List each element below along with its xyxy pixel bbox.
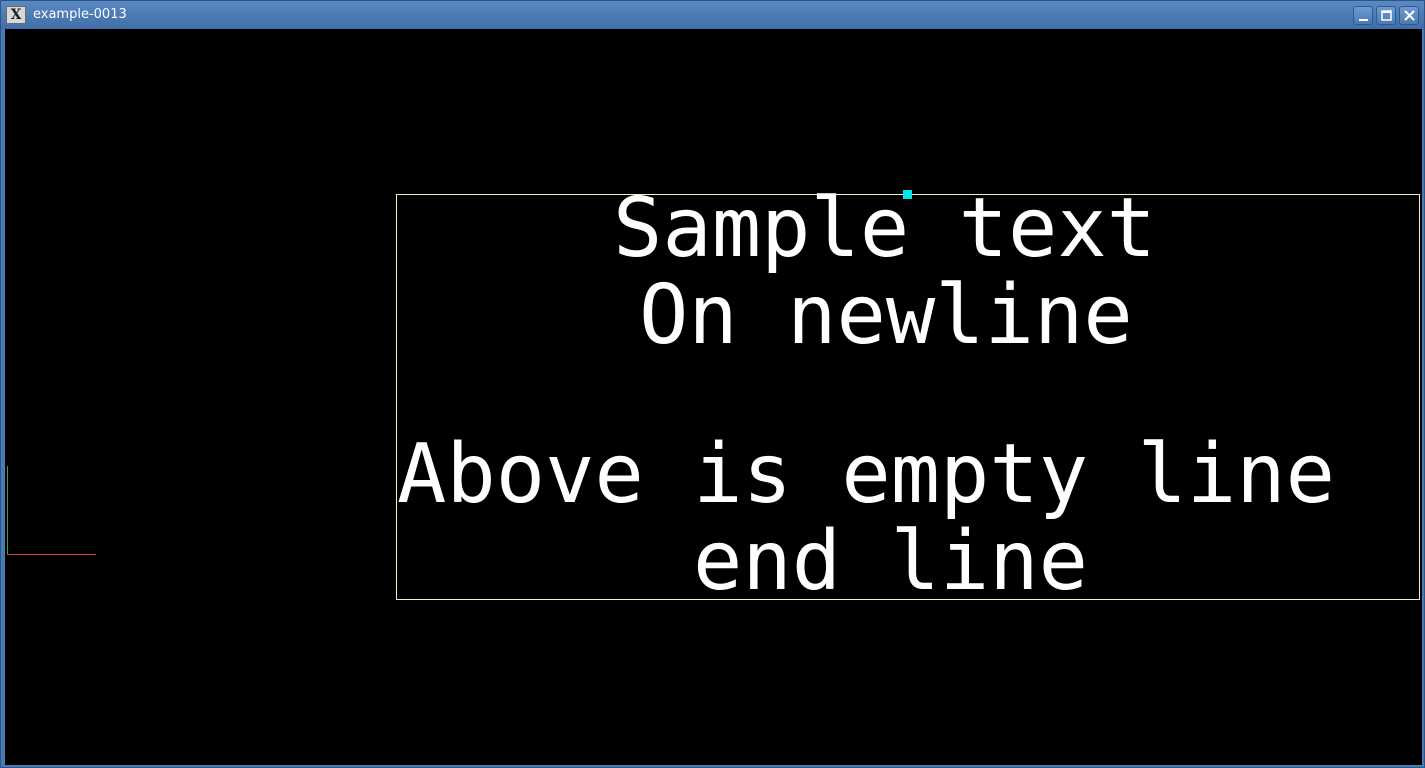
text-line-3: Above is empty line <box>397 427 1335 522</box>
close-icon <box>1404 10 1415 21</box>
minimize-icon <box>1359 19 1368 21</box>
text-line-2: On newline <box>639 268 1133 363</box>
maximize-button[interactable] <box>1376 6 1396 25</box>
close-button[interactable] <box>1399 6 1419 25</box>
x-axis-line <box>7 554 96 555</box>
render-canvas[interactable]: Sample text On newline Above is empty li… <box>5 29 1422 765</box>
x-window-icon[interactable]: X <box>6 6 26 24</box>
minimize-button[interactable] <box>1353 6 1373 25</box>
text-anchor-handle[interactable] <box>903 190 912 199</box>
title-bar[interactable]: X example-0013 <box>1 1 1424 29</box>
text-line-1: Sample text <box>613 181 1157 276</box>
window-title: example-0013 <box>33 7 127 22</box>
maximize-icon <box>1381 10 1392 21</box>
y-axis-line <box>7 466 8 555</box>
text-line-4: end line <box>693 514 1088 609</box>
